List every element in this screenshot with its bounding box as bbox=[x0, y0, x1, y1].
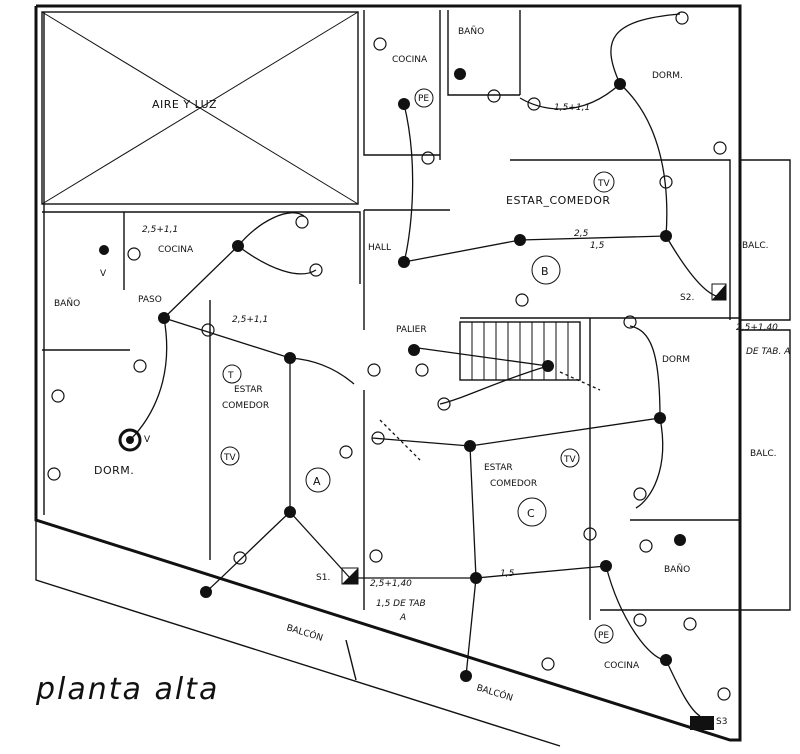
light-fixture bbox=[514, 234, 526, 246]
symbol-v: V bbox=[100, 269, 107, 279]
board-labels: S1. S2. S3 bbox=[316, 293, 727, 727]
light-fixture bbox=[158, 312, 170, 324]
exterior-walls bbox=[34, 4, 742, 747]
symbol-tv: TV bbox=[563, 455, 576, 465]
room-label-bano-top: BAÑO bbox=[458, 26, 484, 37]
unit-marker-b: B bbox=[541, 265, 549, 278]
interior-walls bbox=[42, 10, 791, 681]
unit-marker-c: C bbox=[527, 507, 535, 520]
light-fixture bbox=[284, 352, 296, 364]
note-trunk-right-1: 2,5+1,40 bbox=[736, 323, 778, 333]
light-fixture bbox=[660, 230, 672, 242]
room-label-cocina-top: COCINA bbox=[392, 55, 428, 65]
light-fixture bbox=[660, 654, 672, 666]
staircase bbox=[459, 321, 581, 381]
light-fixture bbox=[614, 78, 626, 90]
symbol-tv: TV bbox=[223, 453, 236, 463]
room-label-bano-right: BAÑO bbox=[664, 564, 690, 575]
symbol-tv: TV bbox=[597, 179, 610, 189]
room-label-aire-luz: AIRE Y LUZ bbox=[152, 98, 217, 111]
wire-label: 2,5+1,1 bbox=[232, 315, 268, 325]
room-label-dorm-left: DORM. bbox=[94, 464, 134, 477]
room-label-palier: PALIER bbox=[396, 325, 427, 335]
room-label-estar-comedor-top: ESTAR_COMEDOR bbox=[506, 194, 611, 207]
light-fixture bbox=[470, 572, 482, 584]
unit-markers: A B C bbox=[313, 265, 549, 520]
wire-label: 2,5+1,1 bbox=[142, 225, 178, 235]
light-fixture bbox=[398, 98, 410, 110]
board-label-s2: S2. bbox=[680, 293, 694, 303]
note-trunk-bottom-2: 1,5 DE TAB bbox=[376, 599, 426, 609]
ceiling-lights bbox=[99, 68, 686, 682]
drawing-caption: planta alta bbox=[36, 672, 220, 707]
room-label-balc-2: BALC. bbox=[750, 449, 777, 459]
trunk-notes: 2,5+1,40 DE TAB. A 2,5+1,40 1,5 DE TAB A bbox=[370, 323, 790, 623]
light-fixture bbox=[464, 440, 476, 452]
room-label-paso: PASO bbox=[138, 295, 162, 305]
room-label-estar-comedor-left-1: ESTAR bbox=[234, 385, 263, 395]
fan-fixture bbox=[118, 428, 142, 452]
light-fixture bbox=[542, 360, 554, 372]
room-label-bano-left: BAÑO bbox=[54, 298, 80, 309]
note-trunk-bottom-3: A bbox=[399, 613, 406, 623]
light-fixture bbox=[674, 534, 686, 546]
outlets bbox=[47, 11, 731, 701]
room-label-estar-comedor-center-2: COMEDOR bbox=[490, 479, 537, 489]
wire-labels: 2,5 1,5 2,5+1,1 1,5+1,1 2,5+1,1 1,5 bbox=[142, 103, 605, 579]
light-fixture bbox=[460, 670, 472, 682]
symbols bbox=[220, 88, 615, 644]
symbol-pe: PE bbox=[598, 631, 609, 641]
light-fixture bbox=[200, 586, 212, 598]
light-fixture bbox=[398, 256, 410, 268]
wire-label: 1,5+1,1 bbox=[554, 103, 590, 113]
distribution-boards bbox=[341, 283, 727, 730]
room-label-cocina-right: COCINA bbox=[604, 661, 640, 671]
room-label-estar-comedor-center-1: ESTAR bbox=[484, 463, 513, 473]
wire-label: 1,5 bbox=[500, 569, 515, 579]
room-label-cocina-left: COCINA bbox=[158, 245, 194, 255]
room-label-balc-1: BALC. bbox=[742, 241, 769, 251]
room-label-estar-comedor-left-2: COMEDOR bbox=[222, 401, 269, 411]
board-label-s3: S3 bbox=[716, 717, 727, 727]
wire-label: 1,5 bbox=[590, 241, 605, 251]
note-trunk-bottom-1: 2,5+1,40 bbox=[370, 579, 412, 589]
light-fixture bbox=[454, 68, 466, 80]
room-label-dorm-top-right: DORM. bbox=[652, 71, 683, 81]
light-fixture bbox=[284, 506, 296, 518]
light-fixture bbox=[654, 412, 666, 424]
patio-aire-luz: AIRE Y LUZ bbox=[41, 11, 359, 205]
symbol-t: T bbox=[227, 371, 234, 381]
symbol-labels: TV TV TV PE PE T V V bbox=[100, 94, 610, 641]
light-fixture bbox=[99, 245, 109, 255]
room-label-balcon-1: BALCÓN bbox=[285, 621, 324, 643]
symbol-v: V bbox=[144, 435, 151, 445]
symbol-pe: PE bbox=[418, 94, 429, 104]
light-fixture bbox=[408, 344, 420, 356]
light-fixture bbox=[232, 240, 244, 252]
room-label-hall: HALL bbox=[368, 243, 391, 253]
light-fixture bbox=[600, 560, 612, 572]
board-label-s1: S1. bbox=[316, 573, 330, 583]
wire-label: 2,5 bbox=[574, 229, 589, 239]
wiring-runs bbox=[129, 13, 717, 717]
note-trunk-right-2: DE TAB. A bbox=[746, 347, 790, 357]
room-label-balcon-2: BALCÓN bbox=[475, 681, 514, 703]
unit-marker-a: A bbox=[313, 475, 321, 488]
fan-fixture-center bbox=[126, 436, 134, 444]
room-label-dorm-right: DORM bbox=[662, 355, 690, 365]
